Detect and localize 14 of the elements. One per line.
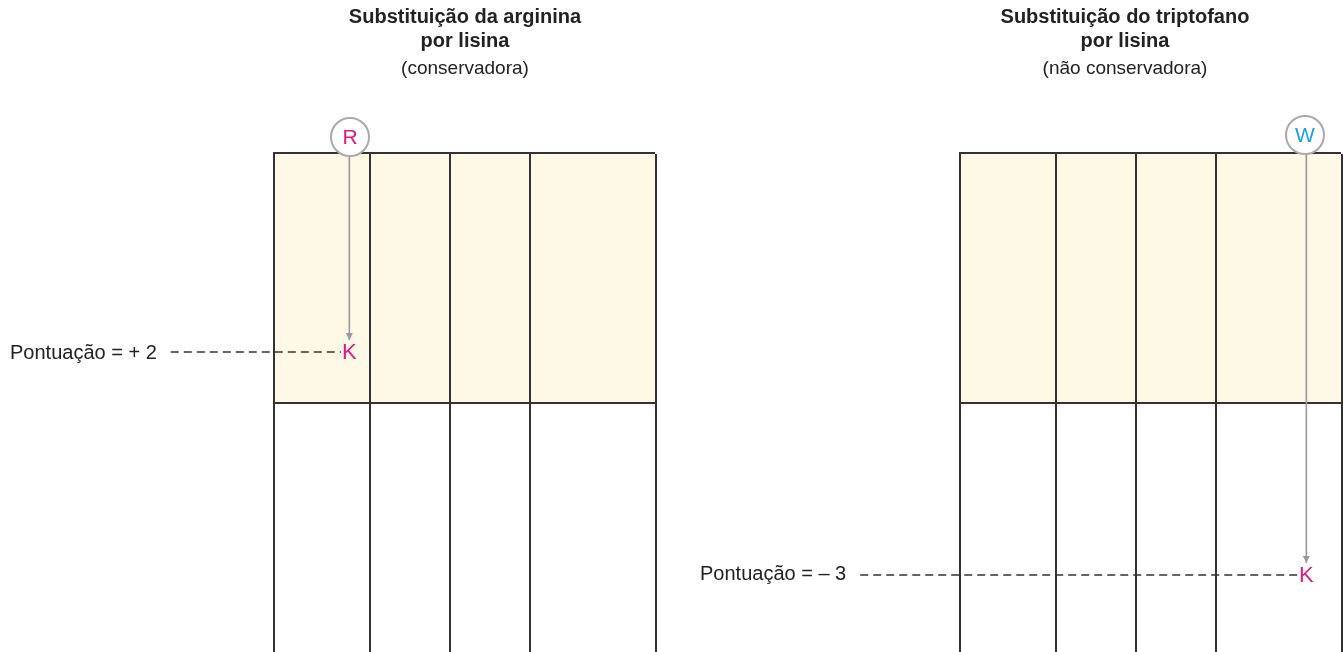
amino-acid-letter: K	[1298, 563, 1315, 587]
leader-line	[859, 574, 1299, 576]
grid-table	[959, 152, 1341, 652]
amino-acid-letter: K	[341, 340, 358, 364]
amino-acid-circle: W	[1285, 115, 1325, 155]
leader-line	[170, 351, 342, 353]
arrow	[1302, 154, 1310, 564]
grid-table	[273, 152, 655, 652]
amino-acid-circle: R	[330, 117, 370, 157]
heading: Substituição da arginina por lisina	[347, 4, 583, 52]
arrow	[345, 156, 353, 341]
heading: Substituição do triptofano por lisina	[1000, 4, 1250, 52]
subheading: (não conservadora)	[1042, 56, 1208, 80]
subheading: (conservadora)	[401, 56, 529, 80]
